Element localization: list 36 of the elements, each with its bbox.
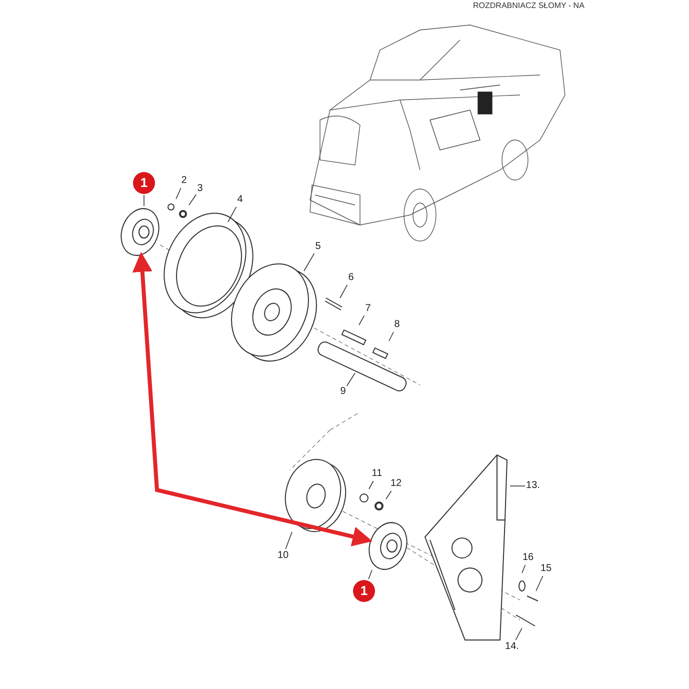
- leader-line: [522, 564, 526, 574]
- leader-line: [368, 480, 374, 490]
- callout-badge: 1: [353, 580, 375, 602]
- leader-line: [536, 576, 544, 592]
- leader-line: [285, 532, 292, 550]
- callout-number: 13.: [526, 480, 540, 492]
- callout-number: 4: [237, 194, 243, 206]
- leader-line: [368, 570, 372, 580]
- leader-line: [340, 284, 348, 298]
- leader-line: [346, 372, 356, 386]
- leader-line: [358, 315, 365, 326]
- callout-number: 8: [394, 319, 400, 331]
- callout-number: 6: [348, 272, 354, 284]
- flange-bearing-drawing: [368, 522, 408, 570]
- callout-number: 2: [181, 175, 187, 187]
- leader-line: [228, 206, 237, 222]
- callout-number: 14.: [505, 641, 519, 653]
- flange-bearing-drawing: [120, 208, 160, 256]
- header-text: ROZDRABNIACZ SŁOMY - NA: [473, 1, 584, 10]
- callout-number: 10: [277, 550, 289, 562]
- leader-line: [388, 332, 394, 342]
- callout-number: 16: [522, 552, 534, 564]
- leader-line: [515, 628, 522, 640]
- callout-number: 7: [365, 303, 371, 315]
- leader-line: [176, 188, 182, 200]
- callout-number: 12: [390, 478, 402, 490]
- leader-line: [188, 194, 197, 206]
- arrow: [132, 252, 372, 546]
- callout-badge: 1: [133, 172, 155, 194]
- callout-number: 5: [315, 241, 321, 253]
- leader-line: [304, 253, 315, 272]
- callout-number: 11: [372, 468, 382, 480]
- leader-line: [386, 490, 392, 500]
- callout-number: 3: [197, 183, 203, 195]
- callout-number: 15: [540, 563, 552, 575]
- callout-number: 9: [340, 386, 346, 398]
